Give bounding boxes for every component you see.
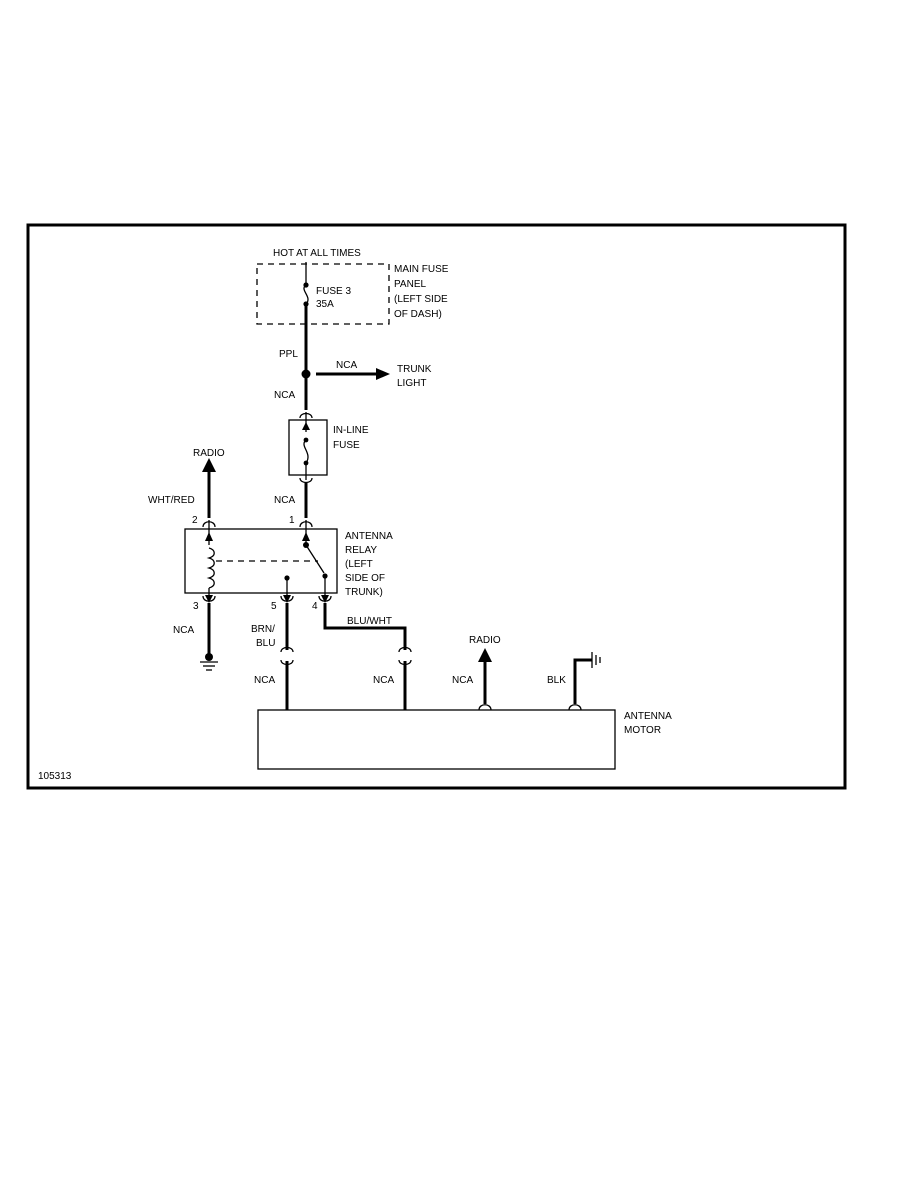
antenna-motor-box xyxy=(257,709,616,770)
ppl-wire-label: PPL xyxy=(279,349,298,360)
nca-motor-3-label: NCA xyxy=(452,675,473,686)
main-fuse-panel-label-1: MAIN FUSE xyxy=(394,264,449,275)
blk-wire-label: BLK xyxy=(547,675,566,686)
pin4-label: 4 xyxy=(312,601,318,612)
pin2-label: 2 xyxy=(192,515,198,526)
trunk-light-label-2: LIGHT xyxy=(397,378,426,389)
nca-trunk-label: NCA xyxy=(336,360,357,371)
ground-icon xyxy=(200,653,218,671)
pin5-label: 5 xyxy=(271,601,277,612)
radio-bottom-label: RADIO xyxy=(469,635,501,646)
trunk-light-label-1: TRUNK xyxy=(397,364,432,375)
pin1-label: 1 xyxy=(289,515,295,526)
radio-top-label: RADIO xyxy=(193,448,225,459)
arrow-icon xyxy=(202,458,216,472)
brn-blu-label-1: BRN/ xyxy=(251,624,275,635)
brn-blu-label-2: BLU xyxy=(256,638,275,649)
nca-motor-2-label: NCA xyxy=(373,675,394,686)
antenna-relay-label-5: TRUNK) xyxy=(345,587,383,598)
fuse-icon xyxy=(303,437,309,466)
wht-red-wire-label: WHT/RED xyxy=(148,495,195,506)
figure-id: 105313 xyxy=(38,771,72,782)
fuse3-rating: 35A xyxy=(316,299,334,310)
pin3-label: 3 xyxy=(193,601,199,612)
main-fuse-panel-box xyxy=(256,263,390,325)
inline-fuse-label-2: FUSE xyxy=(333,440,360,451)
nca-relay-top-label: NCA xyxy=(274,495,295,506)
antenna-relay-label-2: RELAY xyxy=(345,545,377,556)
antenna-relay-label-3: (LEFT xyxy=(345,559,373,570)
inline-fuse-label-1: IN-LINE xyxy=(333,425,369,436)
relay-coil-icon xyxy=(206,547,215,589)
main-fuse-panel-label-3: (LEFT SIDE xyxy=(394,294,448,305)
arrow-icon xyxy=(478,648,492,662)
ground-icon xyxy=(591,652,601,668)
nca-motor-1-label: NCA xyxy=(254,675,275,686)
main-fuse-panel-label-2: PANEL xyxy=(394,279,426,290)
fuse-icon xyxy=(303,282,309,307)
relay-switch-icon xyxy=(284,542,328,581)
antenna-motor-label-2: MOTOR xyxy=(624,725,661,736)
diagram-frame xyxy=(26,223,847,790)
antenna-relay-label-1: ANTENNA xyxy=(345,531,393,542)
nca-inline-top-label: NCA xyxy=(274,390,295,401)
antenna-relay-label-4: SIDE OF xyxy=(345,573,385,584)
main-fuse-panel-label-4: OF DASH) xyxy=(394,309,442,320)
nca-ground-label: NCA xyxy=(173,625,194,636)
blu-wht-wire-label: BLU/WHT xyxy=(347,616,392,627)
hot-at-all-times-label: HOT AT ALL TIMES xyxy=(273,248,361,259)
antenna-motor-label-1: ANTENNA xyxy=(624,711,672,722)
fuse3-label: FUSE 3 xyxy=(316,286,351,297)
arrow-icon xyxy=(376,368,390,380)
